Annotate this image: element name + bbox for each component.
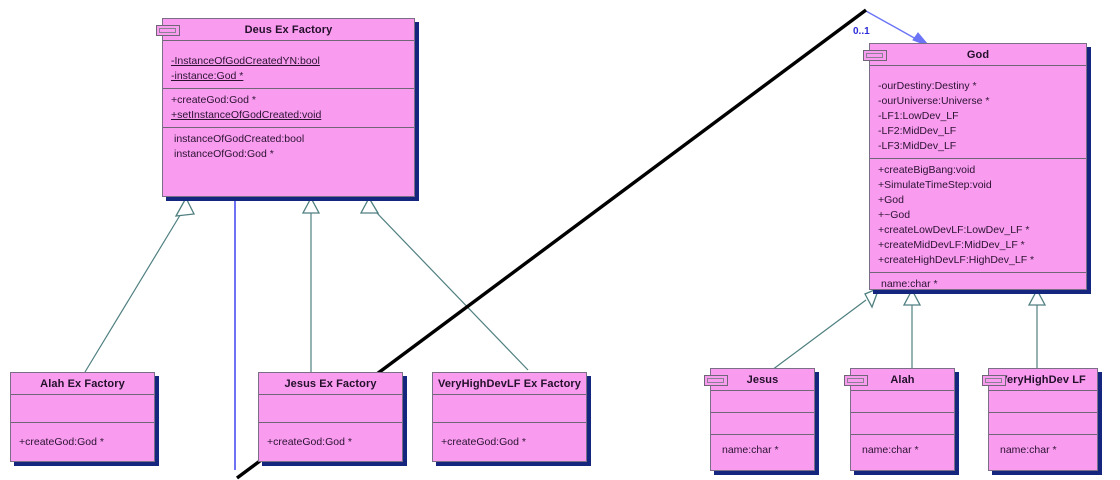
extra-compartment: name:char * [851, 434, 954, 462]
attribute-row: -LF1:LowDev_LF [878, 110, 959, 122]
operation-row: +createGod:God * [19, 436, 104, 448]
operation-row: +createBigBang:void [878, 164, 976, 176]
operation-row: +createGod:God * [171, 94, 256, 106]
attribute-row: -ourUniverse:Universe * [878, 95, 990, 107]
operation-row: +createHighDevLF:HighDev_LF * [878, 254, 1035, 266]
operation-row: +createMidDevLF:MidDev_LF * [878, 239, 1025, 251]
class-title: Alah Ex Factory [40, 378, 125, 390]
operation-row: +SimulateTimeStep:void [878, 179, 992, 191]
operation-row: +createGod:God * [441, 436, 526, 448]
extra-row: name:char * [881, 278, 938, 290]
operations-compartment: +createGod:God * +setInstanceOfGodCreate… [163, 88, 414, 127]
extra-compartment: name:char * [989, 434, 1097, 462]
operations-compartment: +createGod:God * [259, 422, 402, 454]
class-box-jesus[interactable]: Jesus name:char * [704, 368, 815, 471]
operations-compartment: +createGod:God * [433, 422, 586, 454]
class-box-alah[interactable]: Alah name:char * [844, 368, 955, 471]
extra-compartment: name:char * [870, 272, 1086, 296]
class-title: Alah [890, 374, 915, 386]
attribute-row: -InstanceOfGodCreatedYN:bool [171, 55, 320, 67]
class-handle-icon [863, 50, 887, 61]
operation-row: +God [878, 194, 904, 206]
extra-row: name:char * [862, 444, 919, 456]
class-title: VeryHighDev LF [1000, 374, 1086, 386]
extra-row: name:char * [722, 444, 779, 456]
extra-compartment: instanceOfGodCreated:bool instanceOfGod:… [163, 127, 414, 166]
attribute-row: -instance:God * [171, 70, 244, 82]
generalization-alah-factory-to-deus [84, 196, 195, 373]
class-handle-icon [844, 375, 868, 386]
operation-row: +setInstanceOfGodCreated:void [171, 109, 322, 121]
extra-row: instanceOfGodCreated:bool [174, 133, 305, 145]
class-box-veryhighdev-lf[interactable]: VeryHighDev LF name:char * [982, 368, 1098, 471]
operation-row: +createGod:God * [267, 436, 352, 448]
attributes-compartment [711, 390, 814, 412]
class-title: VeryHighDevLF Ex Factory [437, 378, 581, 390]
generalization-jesus-factory-to-deus [301, 196, 321, 373]
class-handle-icon [982, 375, 1006, 386]
attributes-compartment [11, 394, 154, 422]
class-handle-icon [156, 25, 180, 36]
class-box-god[interactable]: God -ourDestiny:Destiny * -ourUniverse:U… [863, 43, 1087, 290]
class-box-alah-ex-factory[interactable]: Alah Ex Factory +createGod:God * [10, 372, 155, 462]
class-title: Jesus Ex Factory [284, 378, 377, 390]
operations-compartment [711, 412, 814, 434]
generalization-alah-to-god [902, 288, 922, 368]
operations-compartment [989, 412, 1097, 434]
attributes-compartment [989, 390, 1097, 412]
class-handle-icon [704, 375, 728, 386]
generalization-vhdlf-factory-to-deus [359, 196, 529, 371]
attribute-row: -LF2:MidDev_LF [878, 125, 957, 137]
class-title: God [966, 49, 990, 61]
attributes-compartment [259, 394, 402, 422]
class-box-deus-ex-factory[interactable]: Deus Ex Factory -InstanceOfGodCreatedYN:… [156, 18, 415, 197]
generalization-jesus-to-god [771, 286, 881, 371]
operations-compartment: +createGod:God * [11, 422, 154, 454]
attributes-compartment: -ourDestiny:Destiny * -ourUniverse:Unive… [870, 65, 1086, 158]
operation-row: +~God [878, 209, 911, 221]
operations-compartment: +createBigBang:void +SimulateTimeStep:vo… [870, 158, 1086, 272]
attribute-row: -LF3:MidDev_LF [878, 140, 957, 152]
class-box-veryhighdevlf-ex-factory[interactable]: VeryHighDevLF Ex Factory +createGod:God … [432, 372, 587, 462]
attributes-compartment: -InstanceOfGodCreatedYN:bool -instance:G… [163, 40, 414, 88]
class-title: Deus Ex Factory [244, 24, 333, 36]
attributes-compartment [851, 390, 954, 412]
association-multiplicity-label: 0..1 [853, 26, 870, 37]
attribute-row: -ourDestiny:Destiny * [878, 80, 977, 92]
class-box-jesus-ex-factory[interactable]: Jesus Ex Factory +createGod:God * [258, 372, 403, 462]
extra-compartment: name:char * [711, 434, 814, 462]
attributes-compartment [433, 394, 586, 422]
extra-row: instanceOfGod:God * [174, 148, 274, 160]
extra-row: name:char * [1000, 444, 1057, 456]
generalization-vhdlf-to-god [1027, 288, 1047, 368]
operation-row: +createLowDevLF:LowDev_LF * [878, 224, 1030, 236]
operations-compartment [851, 412, 954, 434]
